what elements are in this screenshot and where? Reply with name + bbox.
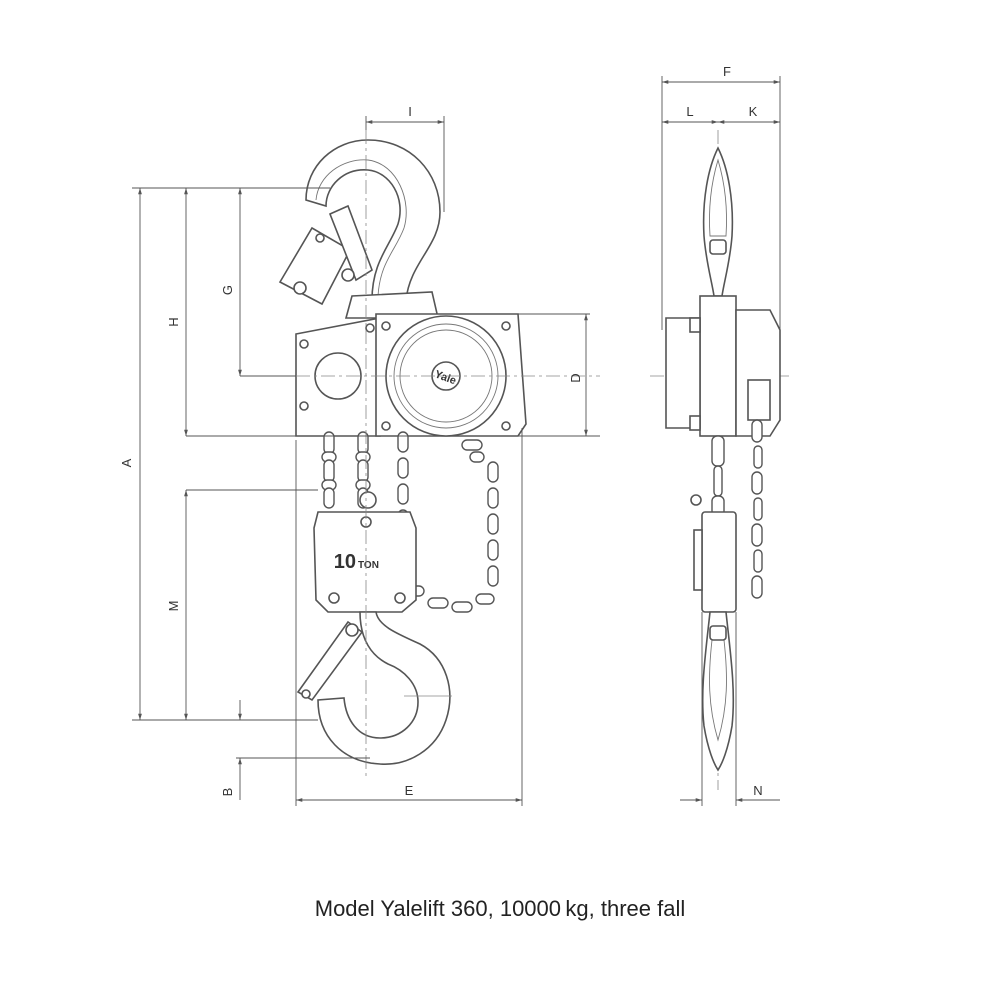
dim-label-a: A [119, 458, 134, 467]
dim-label-f: F [723, 64, 731, 79]
hoist-body: Yale [295, 291, 527, 437]
bottom-hook [296, 611, 451, 765]
dim-label-h: H [166, 317, 181, 326]
bottom-block: 10 TON [313, 511, 417, 613]
capacity-unit: TON [358, 560, 379, 571]
dim-label-l: L [686, 104, 693, 119]
dim-label-g: G [220, 285, 235, 295]
dim-label-i: I [408, 104, 412, 119]
dim-label-e: E [405, 783, 414, 798]
dim-label-k: K [749, 104, 758, 119]
side-view [650, 130, 790, 790]
front-view: Yale [278, 130, 600, 776]
dim-label-b: B [220, 788, 235, 797]
capacity-number: 10 [334, 551, 356, 573]
drawing-caption: Model Yalelift 360, 10000 kg, three fall [314, 896, 686, 921]
dimensions: A H G M B D I E F [119, 64, 781, 806]
dim-label-n: N [753, 783, 762, 798]
dim-label-m: M [166, 601, 181, 612]
top-hook [278, 139, 441, 306]
load-chain [321, 431, 377, 509]
dim-label-d: D [568, 373, 583, 382]
